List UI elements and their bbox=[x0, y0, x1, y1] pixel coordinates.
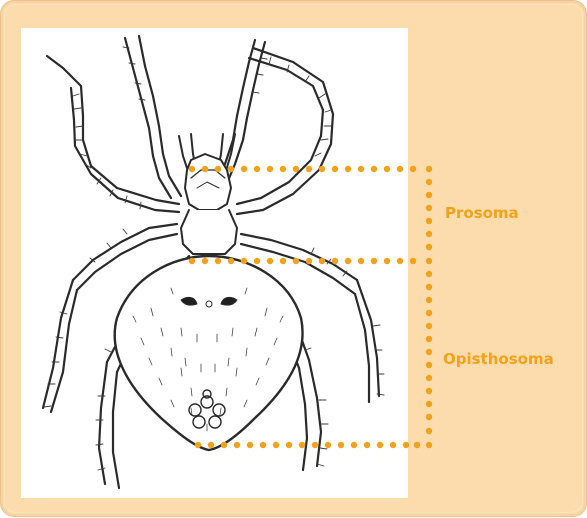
leg-right-1 bbox=[237, 48, 333, 214]
prosoma-shape bbox=[181, 154, 237, 254]
dotted-line-vertical bbox=[426, 179, 432, 434]
opisthosoma-shape bbox=[115, 256, 303, 450]
prosoma-label: Prosoma bbox=[445, 204, 519, 222]
spider-illustration bbox=[21, 28, 408, 498]
leg-left-4 bbox=[125, 36, 181, 198]
opisthosoma-label: Opisthosoma bbox=[443, 350, 554, 368]
